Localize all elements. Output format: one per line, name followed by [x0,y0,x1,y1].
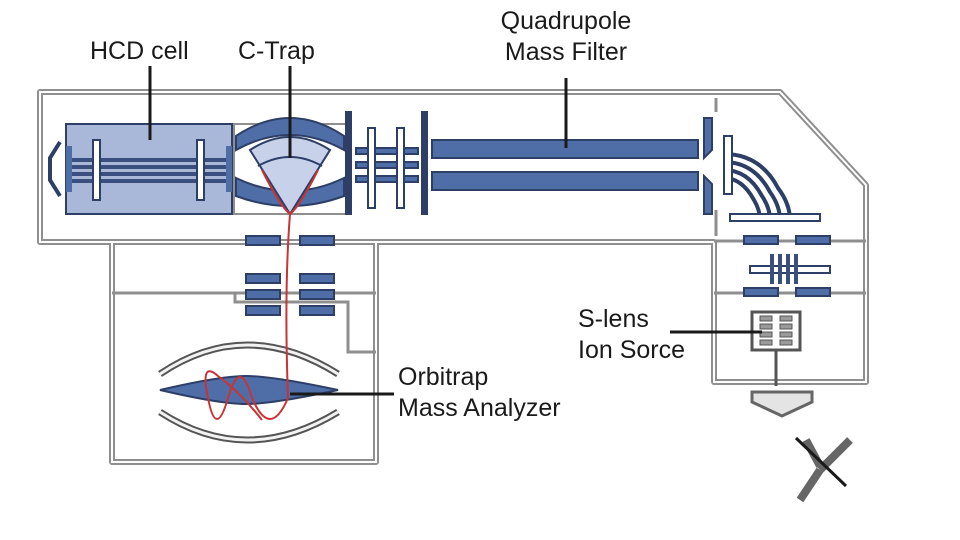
ion-trajectory [204,169,319,421]
hcd-electrodes [92,139,205,201]
ion-path-injection [285,213,291,399]
esi-needle [794,436,848,488]
hcd-cell-label: HCD cell [90,37,189,65]
orbitrap-label: Orbitrap Mass Analyzer [398,362,561,424]
quadrupole-label-line1: Quadrupole [500,7,632,35]
inter-flatapole-lens [421,111,428,215]
orbitrap-transfer-lenses [245,235,335,316]
s-lens-plates [759,315,793,346]
quadrupole-mass-filter [431,78,713,215]
c-trap-wedge [248,136,332,216]
transfer-optics [345,111,428,215]
quadrupole-label-line2: Mass Filter [504,38,628,66]
quad-exit-lens-upper [703,117,713,161]
quadrupole-label: Quadrupole Mass Filter [486,6,646,68]
quad-exit-lens-lower [703,173,713,215]
ion-path-orbit [204,370,289,421]
s-lens-label-line2: Ion Sorce [578,336,686,364]
orbitrap-label-line2: Mass Analyzer [398,394,561,422]
orbitrap-chamber-outline [109,242,379,465]
orbitrap-label-line1: Orbitrap [398,363,489,391]
inlet-funnel [750,390,814,418]
ion-source-inlet [750,390,853,503]
s-lens-label: S-lens Ion Sorce [578,304,685,366]
s-lens [670,310,802,386]
bent-flatapole [723,135,821,222]
s-lens-label-line1: S-lens [578,305,649,333]
orbitrap-inner-wall [233,293,376,354]
orbitrap-analyzer [158,341,394,444]
gate-lens-bar [345,111,352,215]
c-trap-label: C-Trap [238,37,315,65]
source-region-lenses [743,235,831,297]
c-trap [233,66,347,216]
quadrupole-lower-rod [431,171,699,191]
hcd-multipole-rods [70,158,228,183]
hcd-entrance-lens [48,140,62,198]
hcd-cell [48,66,233,215]
